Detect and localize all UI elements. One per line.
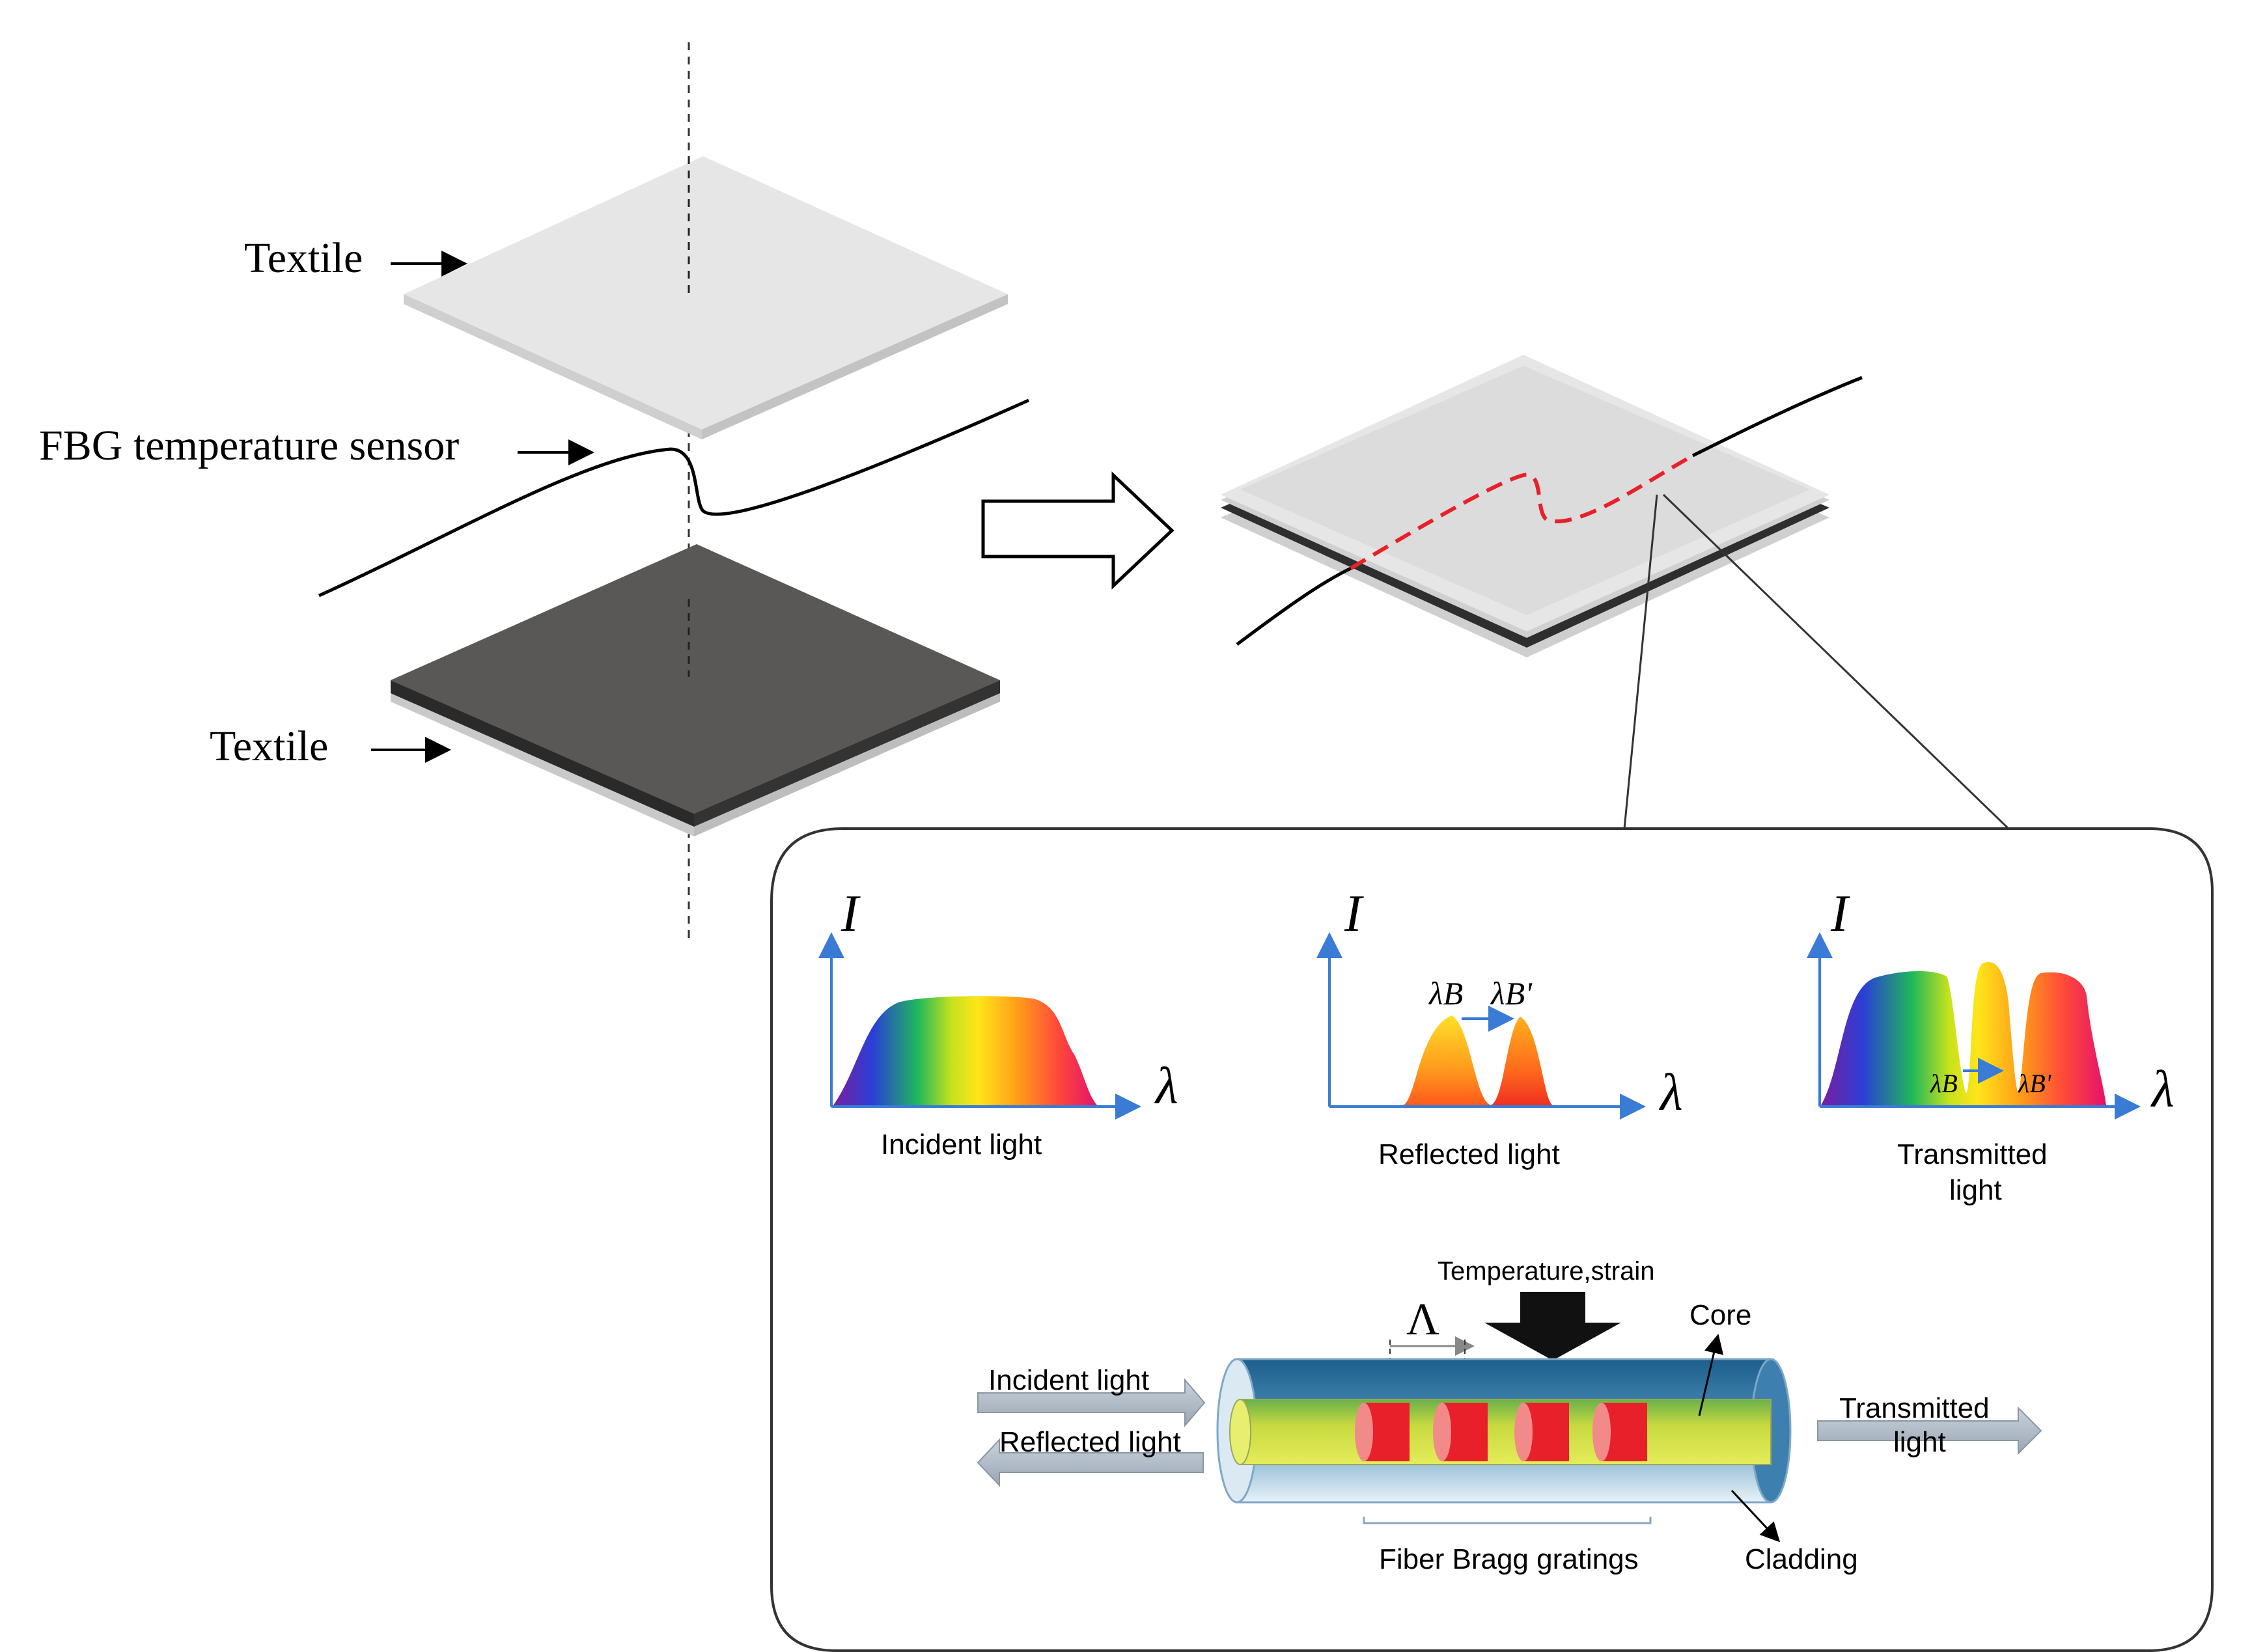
assembly-arrow <box>981 471 1175 590</box>
incident-light-arrow <box>977 1378 1206 1427</box>
grating-period-label: Λ <box>1406 1295 1439 1345</box>
reflected-lambda-b-prime: λB' <box>1490 975 1533 1012</box>
reflected-axis-lambda: λ <box>1659 1064 1683 1122</box>
textile-assembled <box>1221 355 1829 657</box>
incident-light-label: Incident light <box>988 1364 1149 1396</box>
cladding-label: Cladding <box>1745 1543 1858 1575</box>
transmitted-caption-2: light <box>1949 1174 2002 1206</box>
label-fbg-sensor: FBG temperature sensor <box>39 422 459 469</box>
transmitted-lambda-b-prime: λB' <box>2018 1069 2052 1098</box>
spectrum-transmitted <box>1807 932 2141 1120</box>
embedded-fbg-red <box>1350 454 1694 570</box>
zoom-line-left <box>1623 494 1658 829</box>
temperature-strain-label: Temperature,strain <box>1438 1257 1654 1286</box>
transmitted-light-arrow <box>1817 1406 2042 1455</box>
temperature-strain-arrow <box>1484 1292 1621 1360</box>
assembled-fiber-right <box>1691 376 1863 458</box>
reflected-axis-i: I <box>1344 885 1364 943</box>
reflected-caption: Reflected light <box>1378 1138 1560 1170</box>
transmitted-lambda-b: λB <box>1930 1069 1958 1098</box>
reflected-light-label: Reflected light <box>999 1426 1181 1458</box>
label-textile-top: Textile <box>244 234 363 282</box>
detail-panel <box>770 827 2214 1652</box>
spectrum-incident <box>818 932 1141 1120</box>
core-label: Core <box>1689 1299 1751 1331</box>
reflected-light-arrow <box>977 1438 1204 1487</box>
transmitted-axis-lambda: λ <box>2150 1061 2175 1118</box>
incident-axis-i: I <box>841 885 861 943</box>
label-textile-bottom: Textile <box>210 723 328 770</box>
transmitted-caption-1: Transmitted <box>1897 1138 2048 1170</box>
core-pointer <box>1698 1334 1724 1416</box>
textile-bottom-layer <box>391 544 1000 836</box>
gratings-label: Fiber Bragg gratings <box>1379 1543 1639 1575</box>
incident-caption: Incident light <box>881 1129 1042 1161</box>
incident-axis-lambda: λ <box>1154 1058 1178 1115</box>
gratings-bracket <box>1363 1517 1652 1524</box>
fbg-sensor-fiber <box>318 398 1030 598</box>
zoom-line-right <box>1662 493 2010 830</box>
bragg-gratings <box>1355 1403 1647 1461</box>
spectrum-reflected <box>1316 932 1646 1120</box>
reflected-lambda-b: λB <box>1428 975 1463 1012</box>
assembled-fiber-left <box>1236 566 1352 646</box>
textile-top-layer <box>404 156 1008 439</box>
cladding-pointer <box>1731 1489 1781 1543</box>
transmitted-light-label-1: Transmitted <box>1839 1392 1990 1424</box>
transmitted-light-label-2: light <box>1893 1426 1946 1458</box>
fiber-cylinder <box>1216 1358 1792 1504</box>
transmitted-axis-i: I <box>1830 885 1850 943</box>
